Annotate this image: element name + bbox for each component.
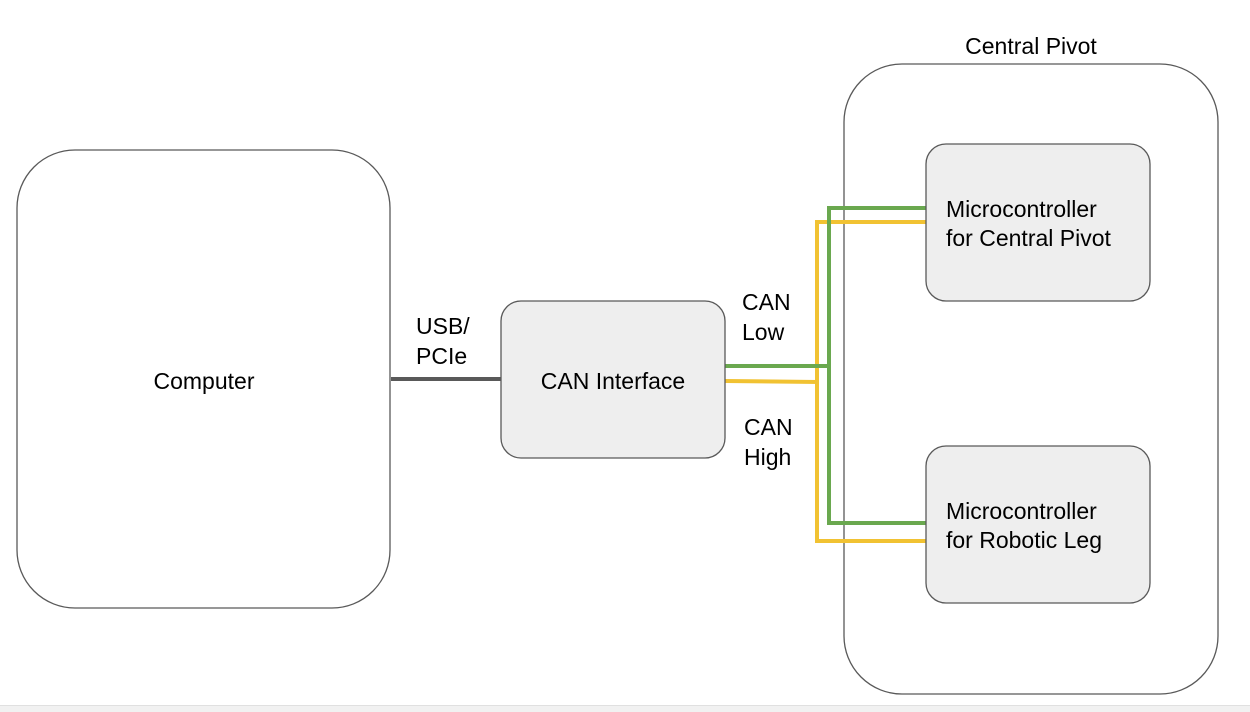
usb-label-line1: USB/ <box>416 313 470 339</box>
central-pivot-label: Central Pivot <box>965 33 1097 59</box>
can-low-label-line1: CAN <box>742 289 791 315</box>
can-low-label-line2: Low <box>742 319 785 345</box>
mcu-robotic-leg-label-line2: for Robotic Leg <box>946 527 1102 553</box>
mcu-central-pivot-label-line1: Microcontroller <box>946 196 1097 222</box>
mcu-robotic-leg-box <box>925 445 1151 604</box>
can-high-wire-trunk <box>724 220 926 385</box>
can-high-wire-leg-branch <box>815 382 926 543</box>
can-high-label-line1: CAN <box>744 414 793 440</box>
bottom-edge-strip <box>0 705 1250 712</box>
can-low-wire-leg-branch <box>827 366 926 525</box>
computer-label: Computer <box>154 368 255 394</box>
can-interface-label: CAN Interface <box>541 368 685 394</box>
mcu-robotic-leg-label-line1: Microcontroller <box>946 498 1097 524</box>
mcu-central-pivot-box <box>925 143 1151 302</box>
can-high-label-line2: High <box>744 444 791 470</box>
mcu-central-pivot-label-line2: for Central Pivot <box>946 225 1112 251</box>
computer-box <box>16 149 391 609</box>
usb-label-line2: PCIe <box>416 343 467 369</box>
can-interface-box <box>500 300 726 459</box>
can-low-wire-trunk <box>725 206 926 368</box>
